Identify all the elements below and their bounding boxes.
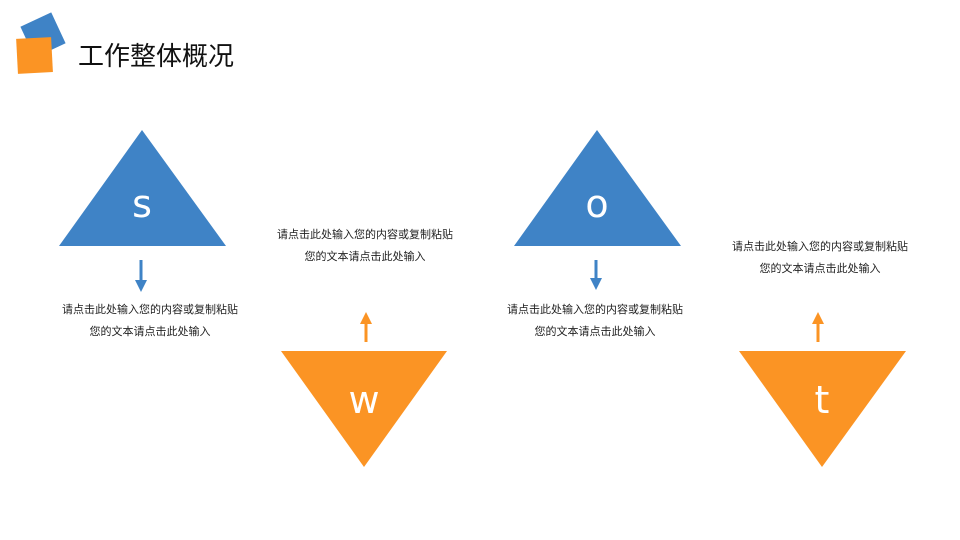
text-line: 请点击此处输入您的内容或复制粘贴 [732, 240, 908, 253]
text-line: 您的文本请点击此处输入 [534, 325, 656, 338]
text-block-w[interactable]: 请点击此处输入您的内容或复制粘贴 您的文本请点击此处输入 [245, 224, 485, 268]
text-line: 您的文本请点击此处输入 [759, 262, 881, 275]
text-line: 您的文本请点击此处输入 [89, 325, 211, 338]
text-line: 您的文本请点击此处输入 [304, 250, 426, 263]
triangle-s[interactable] [59, 130, 226, 246]
arrow-down-icon [135, 260, 147, 292]
letter-t: t [814, 378, 830, 422]
arrow-down-icon [590, 260, 602, 290]
triangle-t[interactable] [739, 351, 906, 467]
letter-s: s [132, 182, 152, 226]
arrow-up-icon [812, 312, 824, 342]
page-title: 工作整体概况 [78, 42, 235, 72]
text-block-t[interactable]: 请点击此处输入您的内容或复制粘贴 您的文本请点击此处输入 [700, 236, 940, 280]
letter-o: o [585, 182, 609, 226]
triangle-o[interactable] [514, 130, 681, 246]
text-block-s[interactable]: 请点击此处输入您的内容或复制粘贴 您的文本请点击此处输入 [30, 299, 270, 343]
logo-orange-square [16, 37, 53, 74]
arrow-up-icon [360, 312, 372, 342]
triangle-w[interactable] [281, 351, 447, 467]
text-line: 请点击此处输入您的内容或复制粘贴 [507, 303, 683, 316]
text-block-o[interactable]: 请点击此处输入您的内容或复制粘贴 您的文本请点击此处输入 [475, 299, 715, 343]
letter-w: w [348, 378, 380, 422]
text-line: 请点击此处输入您的内容或复制粘贴 [277, 228, 453, 241]
text-line: 请点击此处输入您的内容或复制粘贴 [62, 303, 238, 316]
